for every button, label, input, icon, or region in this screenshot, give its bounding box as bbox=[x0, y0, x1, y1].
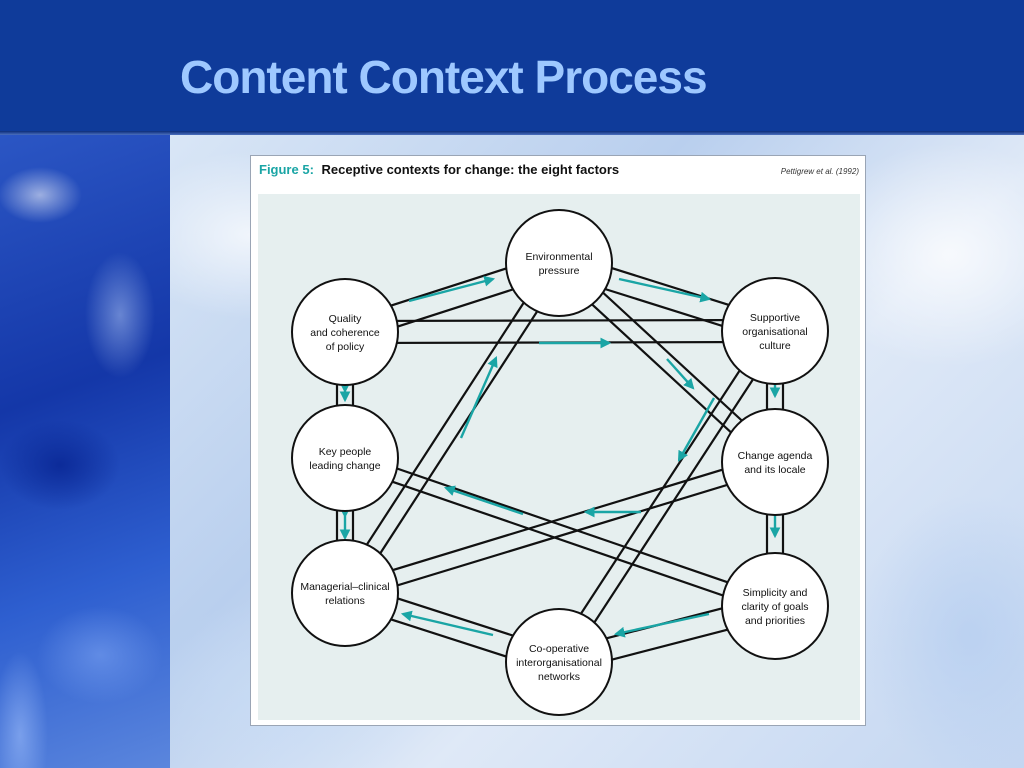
arrow-env-to-culture bbox=[618, 277, 712, 303]
connector-people-simplicity-line-1 bbox=[346, 450, 778, 601]
node-quality bbox=[291, 278, 399, 386]
figure-panel: Figure 5: Receptive contexts for change:… bbox=[250, 155, 866, 726]
connector-env-mgmt-line-2 bbox=[337, 258, 554, 590]
node-simplicity-label-1: Simplicity and bbox=[743, 587, 808, 599]
connector-people-simplicity-line-2 bbox=[342, 463, 774, 614]
node-coop-label-1: Co-operative bbox=[529, 643, 589, 655]
node-culture bbox=[721, 277, 829, 385]
figure-label: Figure 5: bbox=[259, 162, 314, 177]
node-agenda-label-2: and its locale bbox=[744, 464, 805, 476]
connector-mgmt-agenda-line-2 bbox=[347, 468, 778, 602]
node-culture-label-3: culture bbox=[759, 340, 791, 352]
connector-culture-coop-line-2 bbox=[551, 326, 770, 659]
node-mgmt bbox=[291, 539, 399, 647]
node-coop bbox=[505, 608, 613, 716]
arrow-coop-to-mgmt bbox=[400, 610, 494, 637]
connector-mgmt-agenda-line-1 bbox=[342, 453, 773, 587]
header-divider bbox=[0, 131, 1024, 135]
node-mgmt-label-1: Managerial–clinical bbox=[300, 581, 389, 593]
node-env-label-2: pressure bbox=[539, 265, 580, 277]
node-env-label-1: Environmental bbox=[525, 251, 592, 263]
arrow-quality-to-env bbox=[408, 275, 496, 303]
arrow-mgmt-to-env bbox=[459, 356, 498, 439]
connector-env-mgmt-line-1 bbox=[350, 266, 567, 598]
node-coop-label-3: networks bbox=[538, 671, 580, 683]
arrow-simplicity-to-coop bbox=[613, 612, 710, 638]
node-culture-label-2: organisational bbox=[742, 326, 807, 338]
connector-quality-culture-line-1 bbox=[344, 318, 775, 323]
diagram: Figure 5: Receptive contexts for change:… bbox=[258, 162, 860, 720]
node-agenda bbox=[721, 408, 829, 516]
arrow-culture-to-coop bbox=[677, 397, 716, 462]
node-people-label-1: Key people bbox=[319, 446, 372, 458]
slide-header: Content Context Process bbox=[0, 0, 1024, 131]
node-mgmt-label-2: relations bbox=[325, 595, 365, 607]
left-decorative-panel bbox=[0, 135, 170, 768]
node-people-label-2: leading change bbox=[309, 460, 380, 472]
arrow-env-to-agenda bbox=[666, 358, 695, 390]
figure-caption: Receptive contexts for change: the eight… bbox=[322, 162, 620, 177]
node-quality-label-3: of policy bbox=[326, 341, 365, 353]
node-culture-label-1: Supportive bbox=[750, 312, 800, 324]
node-simplicity bbox=[721, 552, 829, 660]
node-env bbox=[505, 209, 613, 317]
arrows-layer bbox=[339, 275, 781, 638]
node-simplicity-label-3: and priorities bbox=[745, 615, 805, 627]
node-quality-label-1: Quality bbox=[329, 313, 362, 325]
node-coop-label-2: interorganisational bbox=[516, 657, 602, 669]
slide-title: Content Context Process bbox=[180, 51, 708, 103]
arrow-simplicity-to-people bbox=[443, 485, 524, 516]
node-quality-label-2: and coherence bbox=[310, 327, 380, 339]
figure-citation: Pettigrew et al. (1992) bbox=[781, 167, 860, 176]
node-simplicity-label-2: clarity of goals bbox=[741, 601, 808, 613]
node-people bbox=[291, 404, 399, 512]
svg-text:Figure 5: Receptive cont: Figure 5: Receptive contexts for change:… bbox=[259, 162, 619, 177]
node-agenda-label-1: Change agenda bbox=[738, 450, 813, 462]
